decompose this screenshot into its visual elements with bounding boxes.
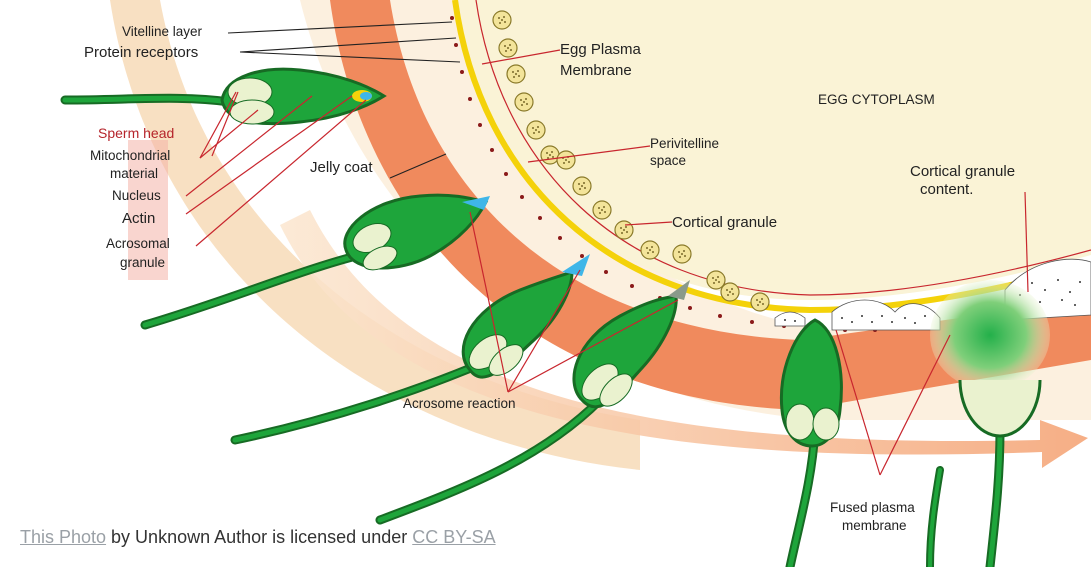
label-mitochondrial-1: Mitochondrial <box>90 148 170 163</box>
label-mitochondrial-2: material <box>110 166 158 181</box>
label-cortical-granule: Cortical granule <box>672 214 777 231</box>
label-egg-plasma-membrane-2: Membrane <box>560 62 632 79</box>
label-protein-receptors: Protein receptors <box>84 44 198 61</box>
label-fused-plasma-1: Fused plasma <box>830 500 915 515</box>
label-egg-cytoplasm: EGG CYTOPLASM <box>818 92 935 107</box>
attribution: This Photo by Unknown Author is licensed… <box>20 527 496 548</box>
label-egg-plasma-membrane-1: Egg Plasma <box>560 41 642 58</box>
label-acrosome-reaction: Acrosome reaction <box>403 396 516 411</box>
photo-link[interactable]: This Photo <box>20 527 106 547</box>
label-fused-plasma-2: membrane <box>842 518 907 533</box>
label-sperm-head: Sperm head <box>98 125 174 141</box>
label-actin: Actin <box>122 210 155 227</box>
license-link[interactable]: CC BY-SA <box>412 527 495 547</box>
label-nucleus: Nucleus <box>112 188 161 203</box>
label-perivitelline-2: space <box>650 153 686 168</box>
label-perivitelline-1: Perivitelline <box>650 136 719 151</box>
label-acrosomal-2: granule <box>120 255 165 270</box>
attribution-text: by Unknown Author is licensed under <box>106 527 412 547</box>
label-jelly-coat: Jelly coat <box>310 159 373 176</box>
sperm-1 <box>65 69 384 124</box>
label-vitelline-layer: Vitelline layer <box>122 24 203 39</box>
label-acrosomal-1: Acrosomal <box>106 236 170 251</box>
label-cortical-content-2: content. <box>920 181 973 198</box>
label-cortical-content-1: Cortical granule <box>910 163 1015 180</box>
fertilization-cone <box>930 280 1050 390</box>
